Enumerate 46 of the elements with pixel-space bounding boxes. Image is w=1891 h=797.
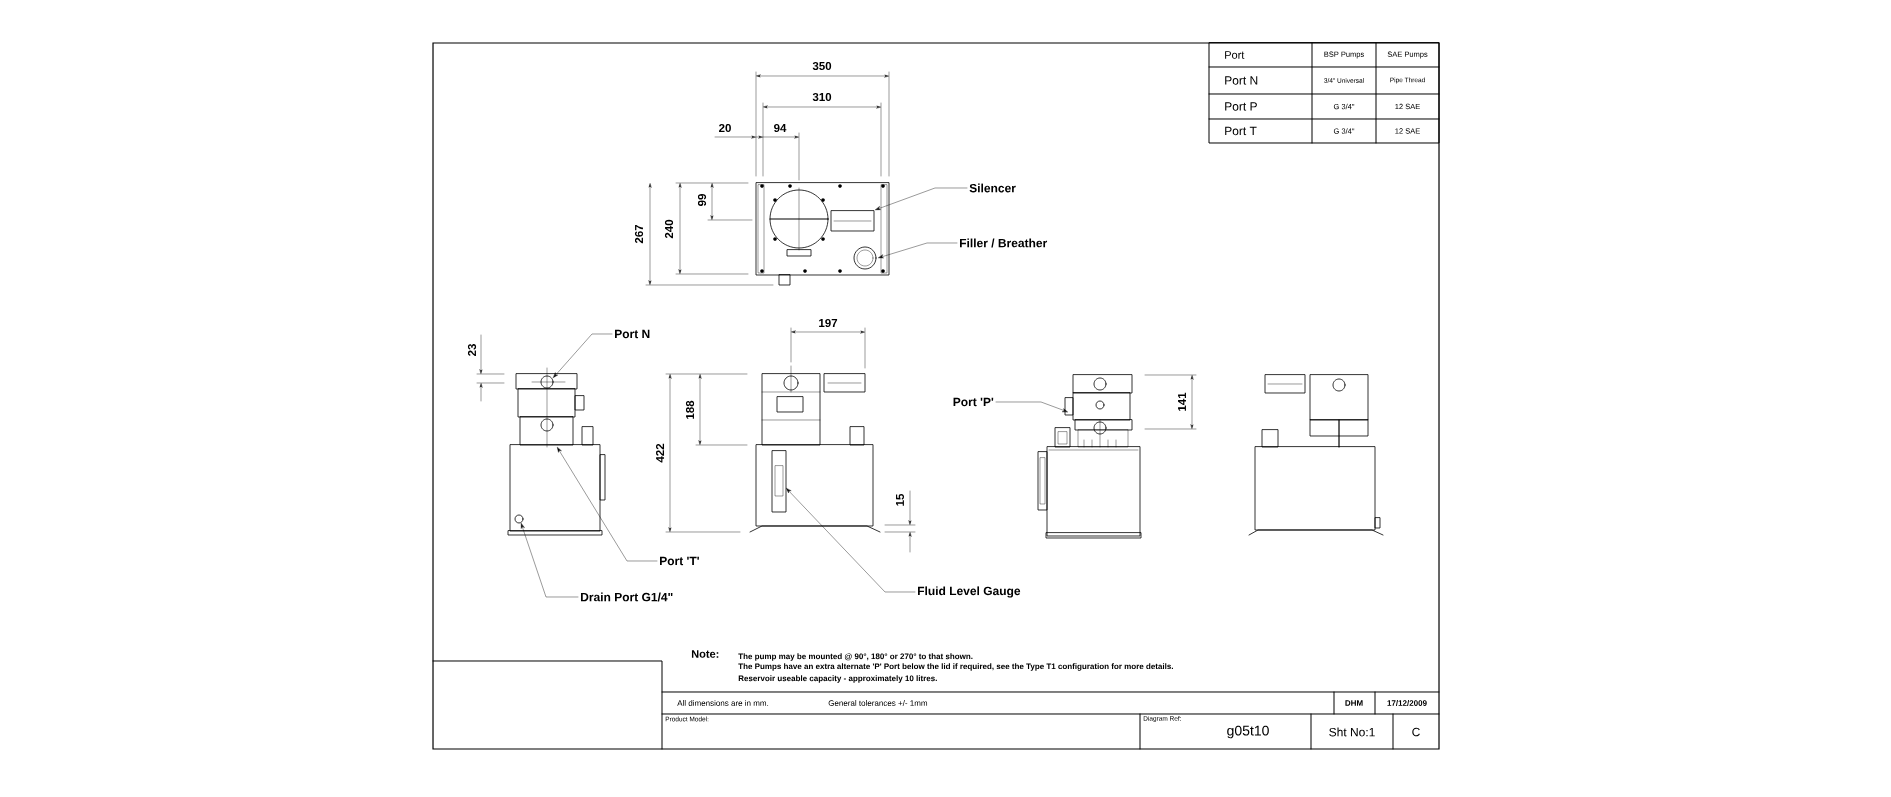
dimension-label: 23: [466, 342, 478, 358]
title-block-text: DHM: [1345, 700, 1363, 706]
title-block-value: Sht No:1: [1329, 727, 1375, 737]
leader-line: [878, 242, 958, 259]
top-view-drawing: [755, 182, 890, 286]
side-view-drawing: [507, 367, 606, 536]
note-text: The Pumps have an extra alternate 'P' Port below the lid if required, see the Type T1 configuration for more details.: [738, 663, 1173, 671]
dimension-label: 94: [772, 122, 788, 134]
leader-line: [521, 523, 579, 598]
dimension-label: 197: [817, 317, 839, 329]
part-label: Fluid Level Gauge: [918, 586, 1021, 598]
leader-line: [553, 333, 613, 378]
row-heading: Port N: [1225, 76, 1258, 85]
part-label: Drain Port G1/4": [581, 592, 673, 602]
part-label: Port 'P': [953, 397, 994, 407]
dimension-label: 188: [684, 399, 696, 421]
dimension-label: 15: [895, 492, 905, 508]
dimension-label: 350: [811, 60, 833, 72]
dimension-label: 310: [811, 91, 833, 103]
table-header: Port: [1225, 51, 1245, 59]
front-view-drawing: [749, 365, 881, 533]
row-heading: Port T: [1225, 126, 1257, 136]
leader-line: [557, 447, 658, 562]
dimension-label: 240: [663, 218, 675, 240]
note-heading: Note:: [691, 650, 719, 658]
row-heading: Port P: [1225, 102, 1257, 111]
end-view-drawing: [1037, 374, 1142, 539]
part-label: Port 'T': [660, 556, 699, 566]
title-block-text: All dimensions are in mm.: [677, 700, 769, 706]
part-label: Filler / Breather: [960, 238, 1048, 248]
dimension-label: 20: [717, 122, 733, 134]
note-text: The pump may be mounted @ 90°, 180° or 270° to that shown.: [738, 653, 973, 661]
title-block-value: C: [1412, 727, 1420, 737]
title-block-text: General tolerances +/- 1mm: [828, 700, 928, 706]
note-text: Reservoir useable capacity - approximately 10 litres.: [738, 675, 937, 683]
leader-line: [995, 401, 1068, 412]
title-block-text: 17/12/2009: [1387, 700, 1427, 706]
dimension-label: 267: [633, 223, 645, 245]
leader-line: [786, 488, 916, 593]
part-label: Silencer: [969, 183, 1016, 193]
title-block-value: g05t10: [1227, 725, 1269, 739]
dimension-label: 99: [696, 192, 708, 208]
dimension-label: 422: [655, 442, 666, 464]
leader-line: [875, 187, 968, 210]
part-label: Port N: [615, 329, 650, 339]
dimension-label: 141: [1177, 391, 1187, 413]
